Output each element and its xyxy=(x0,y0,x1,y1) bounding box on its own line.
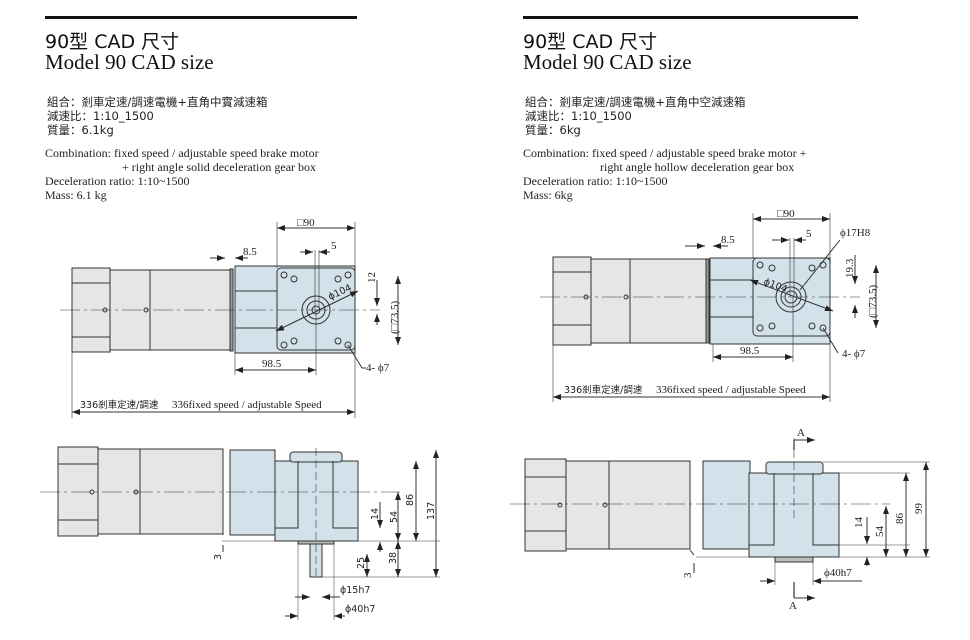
dim-total-cn: 336剎車定速/調速 xyxy=(80,399,159,411)
title-cn: 90型 CAD 尺寸 xyxy=(523,31,658,53)
spec-ratio-cn: 減速比：1:10_1500 xyxy=(525,109,632,123)
dim-8-5: 8.5 xyxy=(243,246,257,258)
dim-total-en: 336fixed speed / adjustable Speed xyxy=(172,399,322,411)
dim-bolt-square: (□73.5) xyxy=(389,300,401,334)
dim-8-5: 8.5 xyxy=(721,234,735,246)
dim-3: 3 xyxy=(682,572,694,578)
spec-mass-en: Mass: 6.1 kg xyxy=(45,188,107,202)
title-rule xyxy=(45,16,357,19)
title-cn: 90型 CAD 尺寸 xyxy=(45,31,180,53)
dim-key-5: 5 xyxy=(806,228,812,240)
spec-combination-en: Combination: fixed speed / adjustable sp… xyxy=(523,146,807,160)
dim-12: 12 xyxy=(366,272,378,283)
dim-86: 86 xyxy=(405,494,416,506)
dim-bolt-square: (□73.5) xyxy=(867,284,879,318)
spec-combination-en-2: right angle hollow deceleration gear box xyxy=(600,160,795,174)
dim-square-90: □90 xyxy=(297,217,315,229)
dim-14: 14 xyxy=(370,508,381,520)
spec-ratio-cn: 減速比：1:10_1500 xyxy=(47,109,154,123)
left-panel: 90型 CAD 尺寸 Model 90 CAD size 組合：剎車定速/調速電… xyxy=(45,0,515,640)
spec-combination-en: Combination: fixed speed / adjustable sp… xyxy=(45,146,319,160)
dim-137: 137 xyxy=(426,502,437,520)
dim-total-cn: 336剎車定速/調速 xyxy=(564,384,643,396)
dim-square-90: □90 xyxy=(777,208,795,220)
dim-54: 54 xyxy=(389,511,400,523)
dim-14: 14 xyxy=(853,517,865,529)
spec-combination-cn: 組合：剎車定速/調速電機+直角中空減速箱 xyxy=(525,95,746,109)
dim-holes: 4- ϕ7 xyxy=(842,348,866,360)
dim-shaft: ϕ15h7 xyxy=(340,585,370,596)
left-top-view xyxy=(60,222,401,418)
spec-combination-cn: 組合：剎車定速/調速電機+直角中實減速箱 xyxy=(47,95,268,109)
right-panel: 90型 CAD 尺寸 Model 90 CAD size 組合：剎車定速/調速電… xyxy=(523,0,970,640)
spec-ratio-en: Deceleration ratio: 1:10~1500 xyxy=(523,174,668,188)
title-rule xyxy=(523,16,858,19)
dim-flange: ϕ40h7 xyxy=(345,604,375,615)
right-side-view xyxy=(510,437,930,601)
spec-ratio-en: Deceleration ratio: 1:10~1500 xyxy=(45,174,190,188)
title-en: Model 90 CAD size xyxy=(523,50,692,74)
dim-98-5: 98.5 xyxy=(262,358,282,370)
right-dimension-labels: □90 ϕ17H8 8.5 5 ϕ104 19.3 (□73.5) 98.5 4… xyxy=(564,208,925,612)
dim-99: 99 xyxy=(913,503,925,515)
right-top-view xyxy=(540,213,879,402)
spec-combination-en-2: + right angle solid deceleration gear bo… xyxy=(122,160,317,174)
left-dimension-labels: □90 8.5 5 ϕ104 12 (□73.5) 98.5 4- ϕ7 336… xyxy=(80,217,437,615)
dim-holes: 4- ϕ7 xyxy=(366,362,390,374)
spec-mass-en: Mass: 6kg xyxy=(523,188,573,202)
dim-total-en: 336fixed speed / adjustable Speed xyxy=(656,384,806,396)
dim-key-5: 5 xyxy=(331,240,337,252)
dim-flange: ϕ40h7 xyxy=(824,567,852,579)
dim-bore: ϕ17H8 xyxy=(840,227,871,239)
dim-3: 3 xyxy=(213,554,224,560)
dim-19-3: 19.3 xyxy=(844,258,856,278)
dim-25: 25 xyxy=(356,557,367,569)
dim-98-5: 98.5 xyxy=(740,345,760,357)
dim-38: 38 xyxy=(388,552,399,564)
spec-mass-cn: 質量：6kg xyxy=(525,123,581,137)
left-side-view xyxy=(40,446,440,620)
title-en: Model 90 CAD size xyxy=(45,50,214,74)
dim-86: 86 xyxy=(894,513,906,525)
section-a-top: A xyxy=(797,427,805,439)
section-a-bottom: A xyxy=(789,600,797,612)
spec-mass-cn: 質量：6.1kg xyxy=(47,123,114,137)
dim-54: 54 xyxy=(874,526,886,538)
